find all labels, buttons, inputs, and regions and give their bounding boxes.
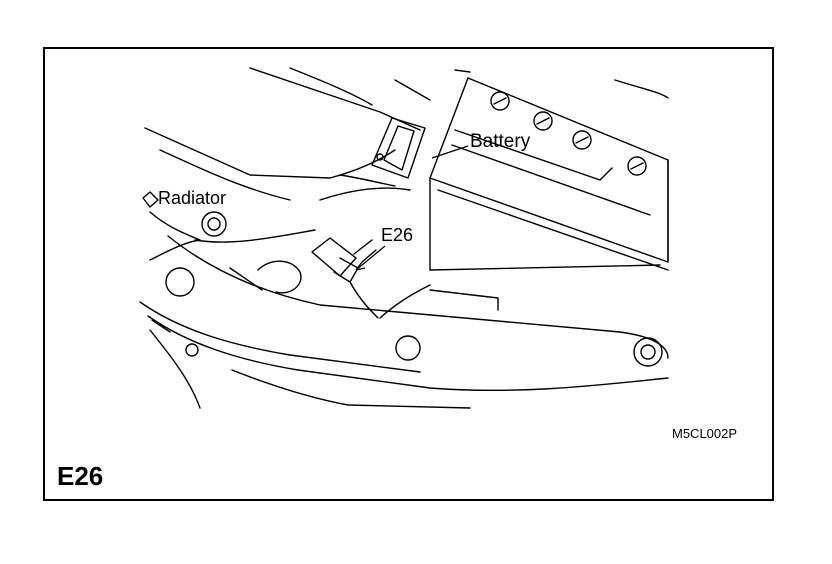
figure-code: M5CL002P bbox=[672, 426, 738, 441]
battery-bracket bbox=[371, 117, 426, 179]
e26-leader-line bbox=[355, 245, 386, 271]
battery-label: Battery bbox=[470, 131, 531, 152]
e26-connector bbox=[311, 237, 379, 319]
connector-e26-label: E26 bbox=[381, 225, 414, 245]
battery-leader-line bbox=[431, 145, 469, 159]
upper-body-panels bbox=[144, 67, 669, 201]
e26-leader-arrow bbox=[355, 261, 366, 271]
figure-id-label: E26 bbox=[57, 461, 104, 491]
figure-frame bbox=[43, 47, 774, 501]
battery-body bbox=[429, 77, 669, 271]
radiator-label: Radiator bbox=[158, 188, 227, 208]
front-crossmember bbox=[139, 235, 669, 409]
